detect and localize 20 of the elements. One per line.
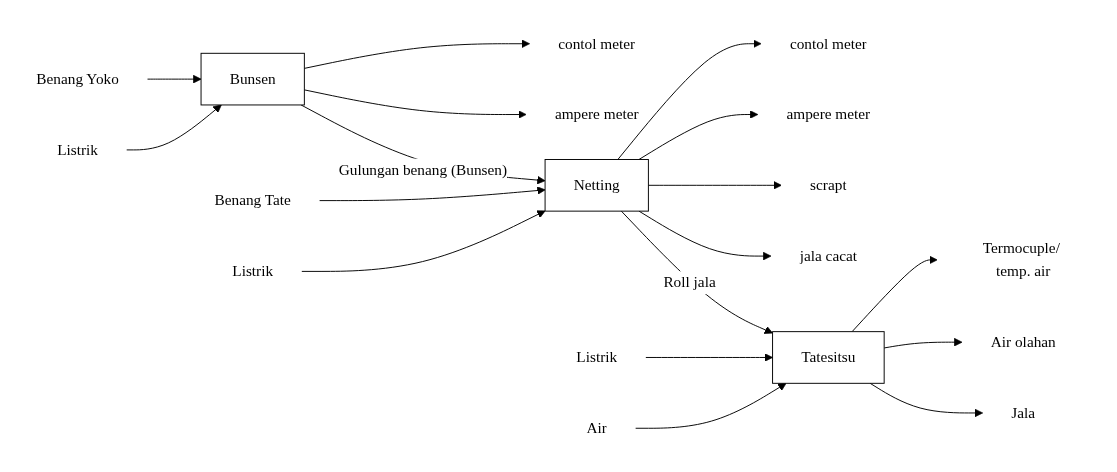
node-text: Jala: [1011, 404, 1036, 421]
edge-label: Gulungan benang (Bunsen): [338, 161, 508, 178]
node-box: Tatesitsu: [772, 331, 885, 384]
node-box: Bunsen: [200, 52, 305, 106]
node-text: Air: [586, 419, 607, 436]
node-box: Netting: [544, 159, 649, 212]
node-text: jala cacat: [799, 247, 858, 264]
node-text: Listrik: [576, 348, 618, 366]
edge-label: Roll jala: [663, 274, 716, 291]
node-text: ampere meter: [554, 105, 639, 123]
node-text: contol meter: [558, 35, 636, 52]
node-text: Listrik: [232, 262, 274, 280]
node-text: Benang Yoko: [36, 70, 119, 87]
node-text: ampere meter: [786, 105, 871, 123]
node-text: Listrik: [57, 141, 98, 158]
node-text: Benang Tate: [214, 192, 291, 209]
node-text: Air olahan: [990, 333, 1056, 350]
node-text: Termocuple/ temp. air: [982, 239, 1060, 280]
node-text: scrapt: [810, 176, 847, 193]
node-text: contol meter: [789, 35, 867, 52]
